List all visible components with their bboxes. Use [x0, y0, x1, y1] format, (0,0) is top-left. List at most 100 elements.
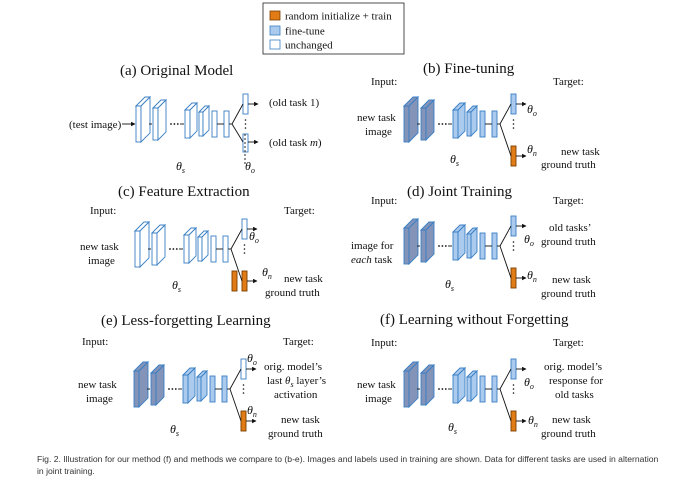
- panel-c-fc1: [210, 235, 217, 263]
- panel-d-conv4-side: [470, 226, 478, 260]
- panel-c-conv1-side: [139, 220, 150, 269]
- panel-a-ellipsis-dot: [173, 123, 176, 125]
- panel-e-old-l2: last θs layer’s: [267, 375, 326, 389]
- panel-f-conv2-side: [425, 363, 435, 407]
- panel-b-theta-s-base: θ: [450, 152, 456, 166]
- panel-b-old-head-1: [510, 93, 517, 115]
- panel-e-input-l2: image: [86, 393, 113, 405]
- panel-f-conv4-front: [466, 376, 472, 402]
- panel-a-conv1-side: [140, 95, 151, 144]
- panel-e-ellipsis-dot: [171, 388, 174, 390]
- panel-e-theta-s: θs: [170, 422, 179, 438]
- panel-a-fc1: [211, 110, 218, 138]
- panel-f-theta-s: θs: [448, 420, 457, 436]
- panel-e-conv1-front: [133, 370, 140, 408]
- panel-c-conv3-side: [188, 226, 197, 265]
- panel-b: (b) Fine-tuning Input: Target: new task …: [357, 61, 600, 171]
- panel-e-branch: [229, 368, 242, 390]
- panel-a-theta-s-base: θ: [176, 159, 182, 173]
- panel-f-theta-s-sub: s: [454, 427, 457, 436]
- panel-a-ellipsis-dot: [170, 123, 172, 125]
- panel-d-head-dot: [512, 241, 515, 243]
- panel-a: (a) Original Model (test image) (old tas…: [69, 63, 322, 175]
- panel-a-outm-suffix: ): [318, 137, 322, 149]
- panel-f-old-l1: orig. model’s: [544, 361, 602, 373]
- panel-c-theta-o-base: θ: [249, 229, 255, 243]
- panel-b-branch: [499, 103, 512, 125]
- panel-c-input-l1: new task: [80, 241, 119, 253]
- panel-d-conv2-front: [420, 229, 427, 263]
- panel-e-network: [132, 358, 257, 432]
- figure-caption: Fig. 2. Illustration for our method (f) …: [37, 454, 659, 476]
- panel-e-old-l2-post: layer’s: [294, 375, 326, 387]
- panel-d-branch: [499, 225, 512, 247]
- panel-b-conv1-front: [403, 105, 410, 143]
- panel-c-head-dot: [243, 244, 246, 246]
- panel-d-conv3-side: [457, 223, 466, 262]
- panel-b-conv1-side: [408, 95, 419, 144]
- panel-a-out1: (old task 1): [269, 97, 319, 109]
- panel-f-ellipsis-dot: [438, 388, 440, 390]
- panel-f-conv1-side: [408, 360, 419, 409]
- panel-a-title: (a) Original Model: [120, 63, 233, 79]
- panel-c: (c) Feature Extraction Input: Target: ne…: [80, 184, 323, 299]
- panel-a-conv3-side: [189, 101, 198, 140]
- panel-c-ellipsis-dot: [175, 248, 178, 250]
- panel-b-theta-s: θs: [450, 152, 459, 168]
- panel-d-head-dot: [512, 245, 515, 247]
- panel-a-ellipsis-dot: [176, 123, 179, 125]
- panel-f-conv4-side: [470, 369, 478, 403]
- panel-a-fc2: [223, 110, 230, 138]
- panel-e-old-l3: activation: [274, 389, 318, 401]
- panel-d-theta-s-sub: s: [451, 284, 454, 293]
- panel-e-old-head-1: [240, 358, 247, 380]
- panel-a-old-head-m: [242, 133, 249, 153]
- panel-c-title: (c) Feature Extraction: [118, 184, 250, 200]
- panel-d-fc1: [479, 232, 486, 260]
- panel-b-network: [402, 93, 527, 167]
- legend-label-orange: random initialize + train: [285, 11, 392, 23]
- panel-e-theta-o: θo: [247, 351, 257, 367]
- panel-a-outm-prefix: (old task: [269, 137, 310, 149]
- panel-d-head-dot: [512, 249, 515, 251]
- panel-a-input: (test image): [69, 119, 122, 131]
- panel-c-theta-s-sub: s: [178, 285, 181, 294]
- panel-d-conv4-front: [466, 233, 472, 259]
- panel-e-head-dot: [242, 384, 245, 386]
- panel-c-branch: [230, 248, 243, 282]
- panel-b-theta-o-base: θ: [527, 102, 533, 116]
- panel-e-input-l1: new task: [78, 379, 117, 391]
- panel-f-network: [402, 358, 527, 432]
- panel-b-new-head: [510, 145, 517, 167]
- panel-e-conv2-side: [155, 363, 165, 407]
- panel-f-input-l2: image: [365, 393, 392, 405]
- panel-d-ellipsis-dot: [444, 245, 447, 247]
- panel-e-theta-n: θn: [247, 403, 257, 419]
- panel-a-branch: [231, 103, 244, 125]
- panel-a-conv2-front: [152, 107, 159, 141]
- panel-d-branch: [499, 245, 512, 279]
- panel-a-network: [122, 93, 259, 164]
- panel-e-head-dot: [242, 388, 245, 390]
- panel-e-theta-n-base: θ: [247, 403, 253, 417]
- panel-f-ellipsis-dot: [444, 388, 447, 390]
- panel-a-theta-o: θo: [245, 159, 255, 175]
- panel-b-ellipsis-dot: [438, 123, 440, 125]
- panel-d-input-l1: image for: [351, 240, 394, 252]
- panel-b-input-head: Input:: [371, 76, 397, 88]
- panel-d-conv2-side: [425, 220, 435, 264]
- panel-b-theta-n: θn: [527, 142, 537, 158]
- panel-f-input-l1: new task: [357, 379, 396, 391]
- panel-a-conv1-front: [135, 105, 142, 143]
- panel-a-outm-var: m: [310, 137, 318, 149]
- panel-a-conv4-side: [202, 104, 210, 138]
- panel-f-old-l3: old tasks: [555, 389, 594, 401]
- panel-f-conv1-front: [403, 370, 410, 408]
- panel-b-ellipsis-dot: [444, 123, 447, 125]
- panel-f-theta-n: θn: [528, 413, 538, 429]
- panel-e-conv2-front: [150, 372, 157, 406]
- panel-d-old-l2: ground truth: [541, 236, 596, 248]
- panel-b-ellipsis-dot: [441, 123, 444, 125]
- panel-f: (f) Learning without Forgetting Input: T…: [357, 312, 603, 440]
- panel-e-theta-s-base: θ: [170, 422, 176, 436]
